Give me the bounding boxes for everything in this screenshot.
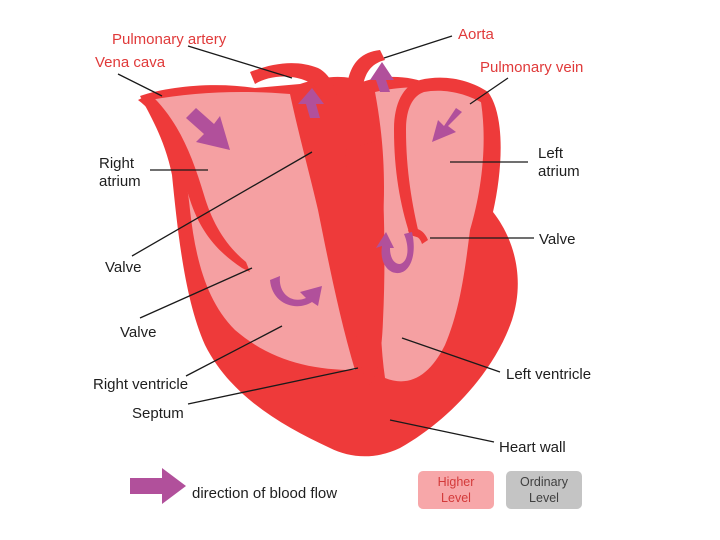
leader-vena-cava — [117, 73, 163, 97]
aorta-vessel — [348, 50, 385, 160]
flow-arrow-right-ventricle — [270, 276, 322, 307]
legend-ordinary-box — [506, 471, 582, 509]
label-right-atrium-2: atrium — [99, 173, 141, 190]
flow-arrow-pulmonary-artery — [298, 88, 324, 118]
leader-aorta — [383, 35, 453, 59]
label-pulmonary-vein: Pulmonary vein — [480, 59, 583, 76]
leader-valve-right-lower — [139, 267, 253, 319]
legend-ordinary-line2: Level — [529, 491, 559, 505]
label-heart-wall: Heart wall — [499, 439, 566, 456]
leader-valve-right-upper — [131, 151, 313, 257]
legend-higher-box — [418, 471, 494, 509]
label-valve-left: Valve — [539, 231, 575, 248]
leader-heart-wall — [389, 419, 495, 443]
leader-pulmonary-artery — [187, 45, 293, 79]
label-aorta: Aorta — [458, 26, 495, 43]
legend-ordinary-line1: Ordinary — [520, 475, 569, 489]
label-pulmonary-artery: Pulmonary artery — [112, 31, 227, 48]
legend-flow-arrow-icon — [130, 468, 186, 504]
leader-right-ventricle — [185, 325, 283, 377]
legend-higher-line2: Level — [441, 491, 471, 505]
label-septum: Septum — [132, 405, 184, 422]
valve-flap-left — [408, 228, 428, 244]
label-valve-right-upper: Valve — [105, 259, 141, 276]
label-left-atrium-1: Left — [538, 145, 564, 162]
leader-septum — [187, 367, 359, 405]
flow-arrow-vena-cava — [186, 108, 230, 150]
label-left-ventricle: Left ventricle — [506, 366, 591, 383]
leader-pulmonary-vein — [469, 77, 509, 105]
label-left-atrium-2: atrium — [538, 163, 580, 180]
pulmonary-artery-vessel — [250, 63, 342, 175]
label-valve-right-lower: Valve — [120, 324, 156, 341]
legend-arrow-caption: direction of blood flow — [192, 485, 337, 502]
flow-arrow-left-ventricle — [376, 232, 414, 274]
flow-arrow-aorta — [370, 62, 394, 92]
label-vena-cava: Vena cava — [95, 54, 166, 71]
leader-left-ventricle — [401, 337, 501, 373]
label-right-ventricle: Right ventricle — [93, 376, 188, 393]
septum-shape — [345, 140, 385, 385]
valve-flap-right — [306, 135, 321, 162]
legend-higher-line1: Higher — [438, 475, 475, 489]
pulmonary-vein-vessel — [394, 77, 488, 238]
flow-arrow-pulmonary-vein — [432, 108, 462, 142]
vena-cava-vessel — [138, 94, 250, 272]
label-right-atrium-1: Right — [99, 155, 135, 172]
